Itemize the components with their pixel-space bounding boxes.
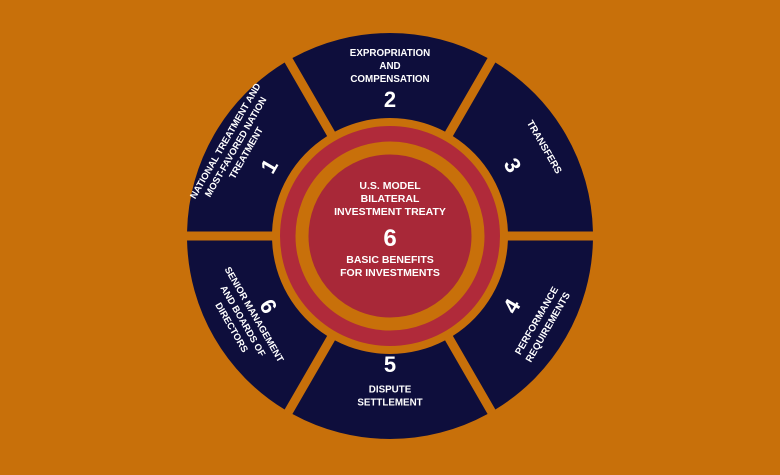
segment-shape: [452, 62, 593, 232]
segment-shape: [292, 340, 488, 439]
segment-shape: [187, 62, 328, 232]
segment-shape: [187, 240, 328, 410]
hub-circle: [295, 141, 485, 331]
center-number: 6: [383, 225, 396, 252]
segment-shape: [452, 240, 593, 410]
segment-number: 2: [384, 87, 396, 112]
segment-shape: [292, 33, 488, 132]
segment-number: 5: [384, 352, 396, 377]
